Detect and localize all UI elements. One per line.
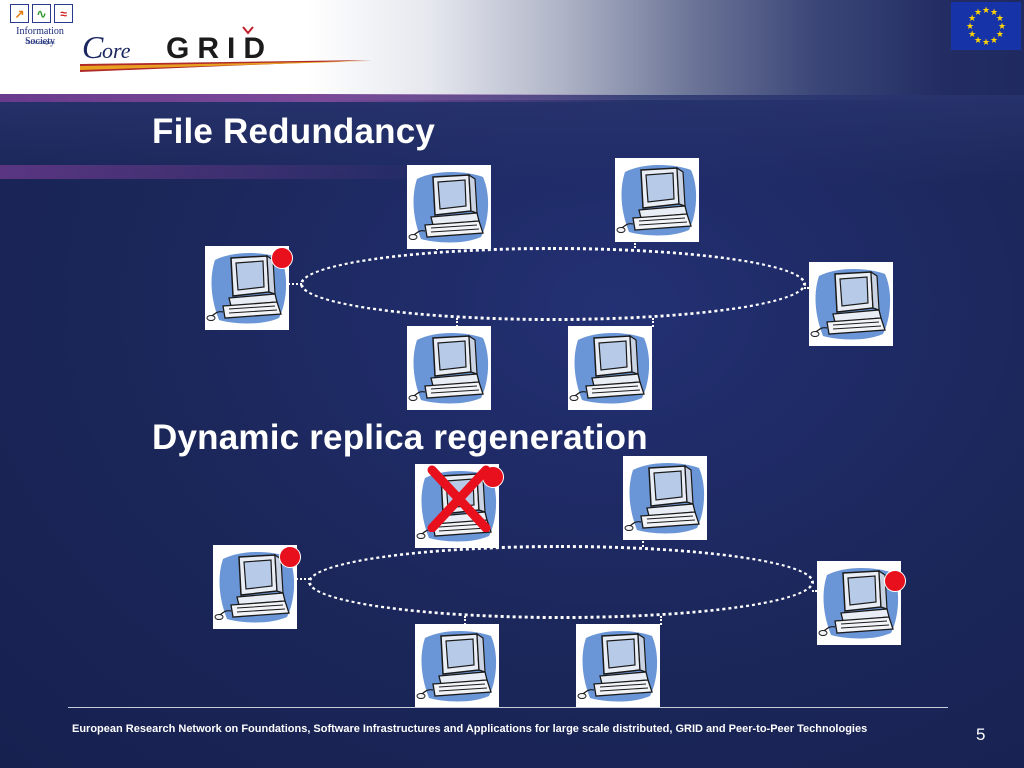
svg-text:★: ★ [974, 8, 982, 18]
computer-node [817, 561, 901, 645]
svg-text:★: ★ [968, 14, 976, 24]
computer-icon [810, 269, 891, 340]
computer-node [615, 158, 699, 242]
ring-link [456, 318, 458, 327]
header-divider [0, 94, 640, 102]
svg-text:★: ★ [968, 30, 976, 40]
svg-text:★: ★ [998, 22, 1006, 32]
svg-text:★: ★ [996, 14, 1004, 24]
information-society-logo: ↗ ∿ ≈ Information Society Technologies [4, 4, 76, 50]
replica-marker [279, 546, 301, 568]
ist-logo-text: Information Society [16, 26, 64, 47]
svg-text:★: ★ [974, 36, 982, 46]
ring-link [812, 590, 820, 592]
coregrid-logo: C ore GRID [80, 24, 380, 76]
svg-text:★: ★ [982, 6, 990, 16]
failure-cross-icon [424, 462, 494, 533]
computer-icon [206, 253, 287, 324]
dynamic-replica-title: Dynamic replica regeneration [152, 418, 648, 457]
redundancy-ring [300, 247, 806, 321]
computer-node [568, 326, 652, 410]
svg-text:★: ★ [966, 22, 974, 32]
svg-text:C: C [82, 29, 104, 65]
replica-marker [271, 247, 293, 269]
ring-link [634, 240, 636, 248]
ring-link [296, 578, 310, 580]
computer-node [623, 456, 707, 540]
footer-text: European Research Network on Foundations… [72, 723, 868, 735]
svg-text:ore: ore [102, 38, 131, 63]
computer-node [809, 262, 893, 346]
ring-link [642, 538, 644, 547]
ring-link [652, 318, 654, 327]
computer-icon [577, 631, 658, 702]
footer-divider [68, 707, 948, 708]
computer-node [415, 624, 499, 708]
computer-node [407, 165, 491, 249]
approx-icon: ≈ [54, 4, 73, 23]
file-redundancy-title: File Redundancy [152, 112, 436, 151]
computer-icon [624, 463, 705, 534]
regenerated-replica-marker [884, 570, 906, 592]
computer-icon [818, 568, 899, 639]
ist-logo-icons: ↗ ∿ ≈ [10, 4, 73, 23]
wave-icon: ∿ [32, 4, 51, 23]
ring-link [464, 616, 466, 625]
svg-text:★: ★ [990, 8, 998, 18]
svg-text:GRID: GRID [166, 32, 273, 65]
ring-link [288, 283, 302, 285]
computer-node [213, 545, 297, 629]
eu-flag: ★★★★★★★★★★★★ [951, 2, 1021, 50]
svg-text:★: ★ [996, 30, 1004, 40]
svg-text:★: ★ [990, 36, 998, 46]
computer-icon [408, 172, 489, 243]
arrow-icon: ↗ [10, 4, 29, 23]
computer-node [205, 246, 289, 330]
computer-icon [214, 552, 295, 623]
ring-link [804, 287, 812, 289]
computer-icon [408, 333, 489, 404]
computer-icon [616, 165, 697, 236]
computer-node [407, 326, 491, 410]
ring-link [660, 616, 662, 625]
ist-logo-subtext: Technologies [25, 40, 55, 46]
svg-text:★: ★ [982, 38, 990, 48]
slide-header-band [0, 0, 1024, 100]
title-accent-band [0, 165, 440, 179]
computer-node [576, 624, 660, 708]
computer-icon [416, 631, 497, 702]
computer-icon [569, 333, 650, 404]
replica-ring [308, 545, 814, 619]
page-number: 5 [976, 725, 986, 744]
